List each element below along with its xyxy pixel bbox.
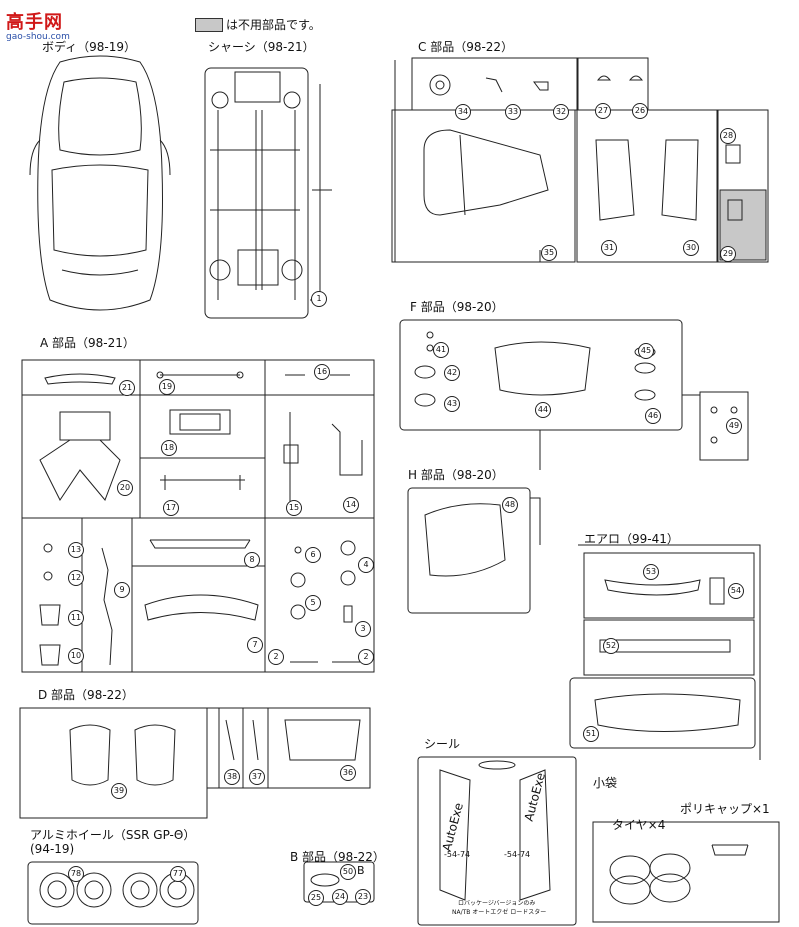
part-number: 48 [502,497,518,513]
part-number: 42 [444,365,460,381]
chassis-drawing [204,67,332,319]
part-number: 26 [632,103,648,119]
part-number: 50 [340,864,356,880]
part-number: 9 [114,582,130,598]
part-number: 35 [541,245,557,261]
sticker-caption-2: NA/TB オートエクゼ ロードスター [452,909,547,916]
label-polycap: ポリキャップ×1 [680,802,770,816]
sticker-sheet [417,756,577,926]
small-bag-frame [592,821,780,923]
part-number: 27 [595,103,611,119]
part-number: 30 [683,240,699,256]
watermark-logo: 高手网 gao-shou.com [6,12,70,42]
part-number: 15 [286,500,302,516]
a-parts-sprue [21,359,375,673]
part-number: 33 [505,104,521,120]
part-number: 36 [340,765,356,781]
label-wheel: アルミホイール（SSR GP-Θ） [30,828,196,842]
part-number: 20 [117,480,133,496]
part-number: 18 [161,440,177,456]
h-parts-sprue [407,487,541,614]
part-number: 31 [601,240,617,256]
part-number: 5 [305,595,321,611]
part-number: 14 [343,497,359,513]
label-body: ボディ（98-19） [42,40,137,54]
sticker-code-right: -54-74 [504,850,531,859]
part-number: 52 [603,638,619,654]
label-sticker: シール [424,737,461,751]
part-number: 78 [68,866,84,882]
part-number: 7 [247,637,263,653]
part-number: 32 [553,104,569,120]
label-aero: エアロ（99-41） [584,532,679,546]
part-number: 45 [638,343,654,359]
part-number: 6 [305,547,321,563]
label-bag: 小袋 [593,776,618,790]
label-wheel-sub: (94-19) [30,842,75,856]
part-number: 44 [535,402,551,418]
part-number: 3 [355,621,371,637]
part-number: 51 [583,726,599,742]
part-number: 21 [119,380,135,396]
part-number: 46 [645,408,661,424]
part-number: 2 [358,649,374,665]
part-number: 23 [355,889,371,905]
label-chassis: シャーシ（98-21） [208,40,315,54]
part-number: 34 [455,104,471,120]
part-number: 16 [314,364,330,380]
part-number: 1 [311,291,327,307]
part-number: 8 [244,552,260,568]
part-number: 41 [433,342,449,358]
part-number: 12 [68,570,84,586]
part-number: 54 [728,583,744,599]
c-parts-sprue [391,57,769,263]
label-f-parts: F 部品（98-20） [410,300,504,314]
body-shell-drawing [29,55,171,311]
part-number: 10 [68,648,84,664]
label-b-parts: B 部品（98-22） [290,850,385,864]
part-number: 17 [163,500,179,516]
label-d-parts: D 部品（98-22） [38,688,134,702]
part-number: 53 [643,564,659,580]
sticker-caption-1: ロバッケージバージョンのみ [458,900,536,907]
unused-part-swatch [195,18,223,32]
part-number: 39 [111,783,127,799]
part-number: 13 [68,542,84,558]
part-number: 77 [170,866,186,882]
b-letter: B [357,864,365,877]
part-number: 29 [720,246,736,262]
sticker-code-left: -54-74 [444,850,471,859]
part-number: 28 [720,128,736,144]
label-a-parts: A 部品（98-21） [40,336,135,350]
part-number: 11 [68,610,84,626]
part-number: 38 [224,769,240,785]
label-c-parts: C 部品（98-22） [418,40,514,54]
part-number: 37 [249,769,265,785]
part-number: 43 [444,396,460,412]
part-number: 4 [358,557,374,573]
legend-text: は不用部品です。 [226,18,321,32]
label-h-parts: H 部品（98-20） [408,468,504,482]
d-parts-sprue [19,707,371,819]
part-number: 24 [332,889,348,905]
part-number: 19 [159,379,175,395]
part-number: 2 [268,649,284,665]
part-number: 49 [726,418,742,434]
f-parts-sprue [399,319,749,470]
part-number: 25 [308,890,324,906]
aero-sprue [569,544,761,760]
